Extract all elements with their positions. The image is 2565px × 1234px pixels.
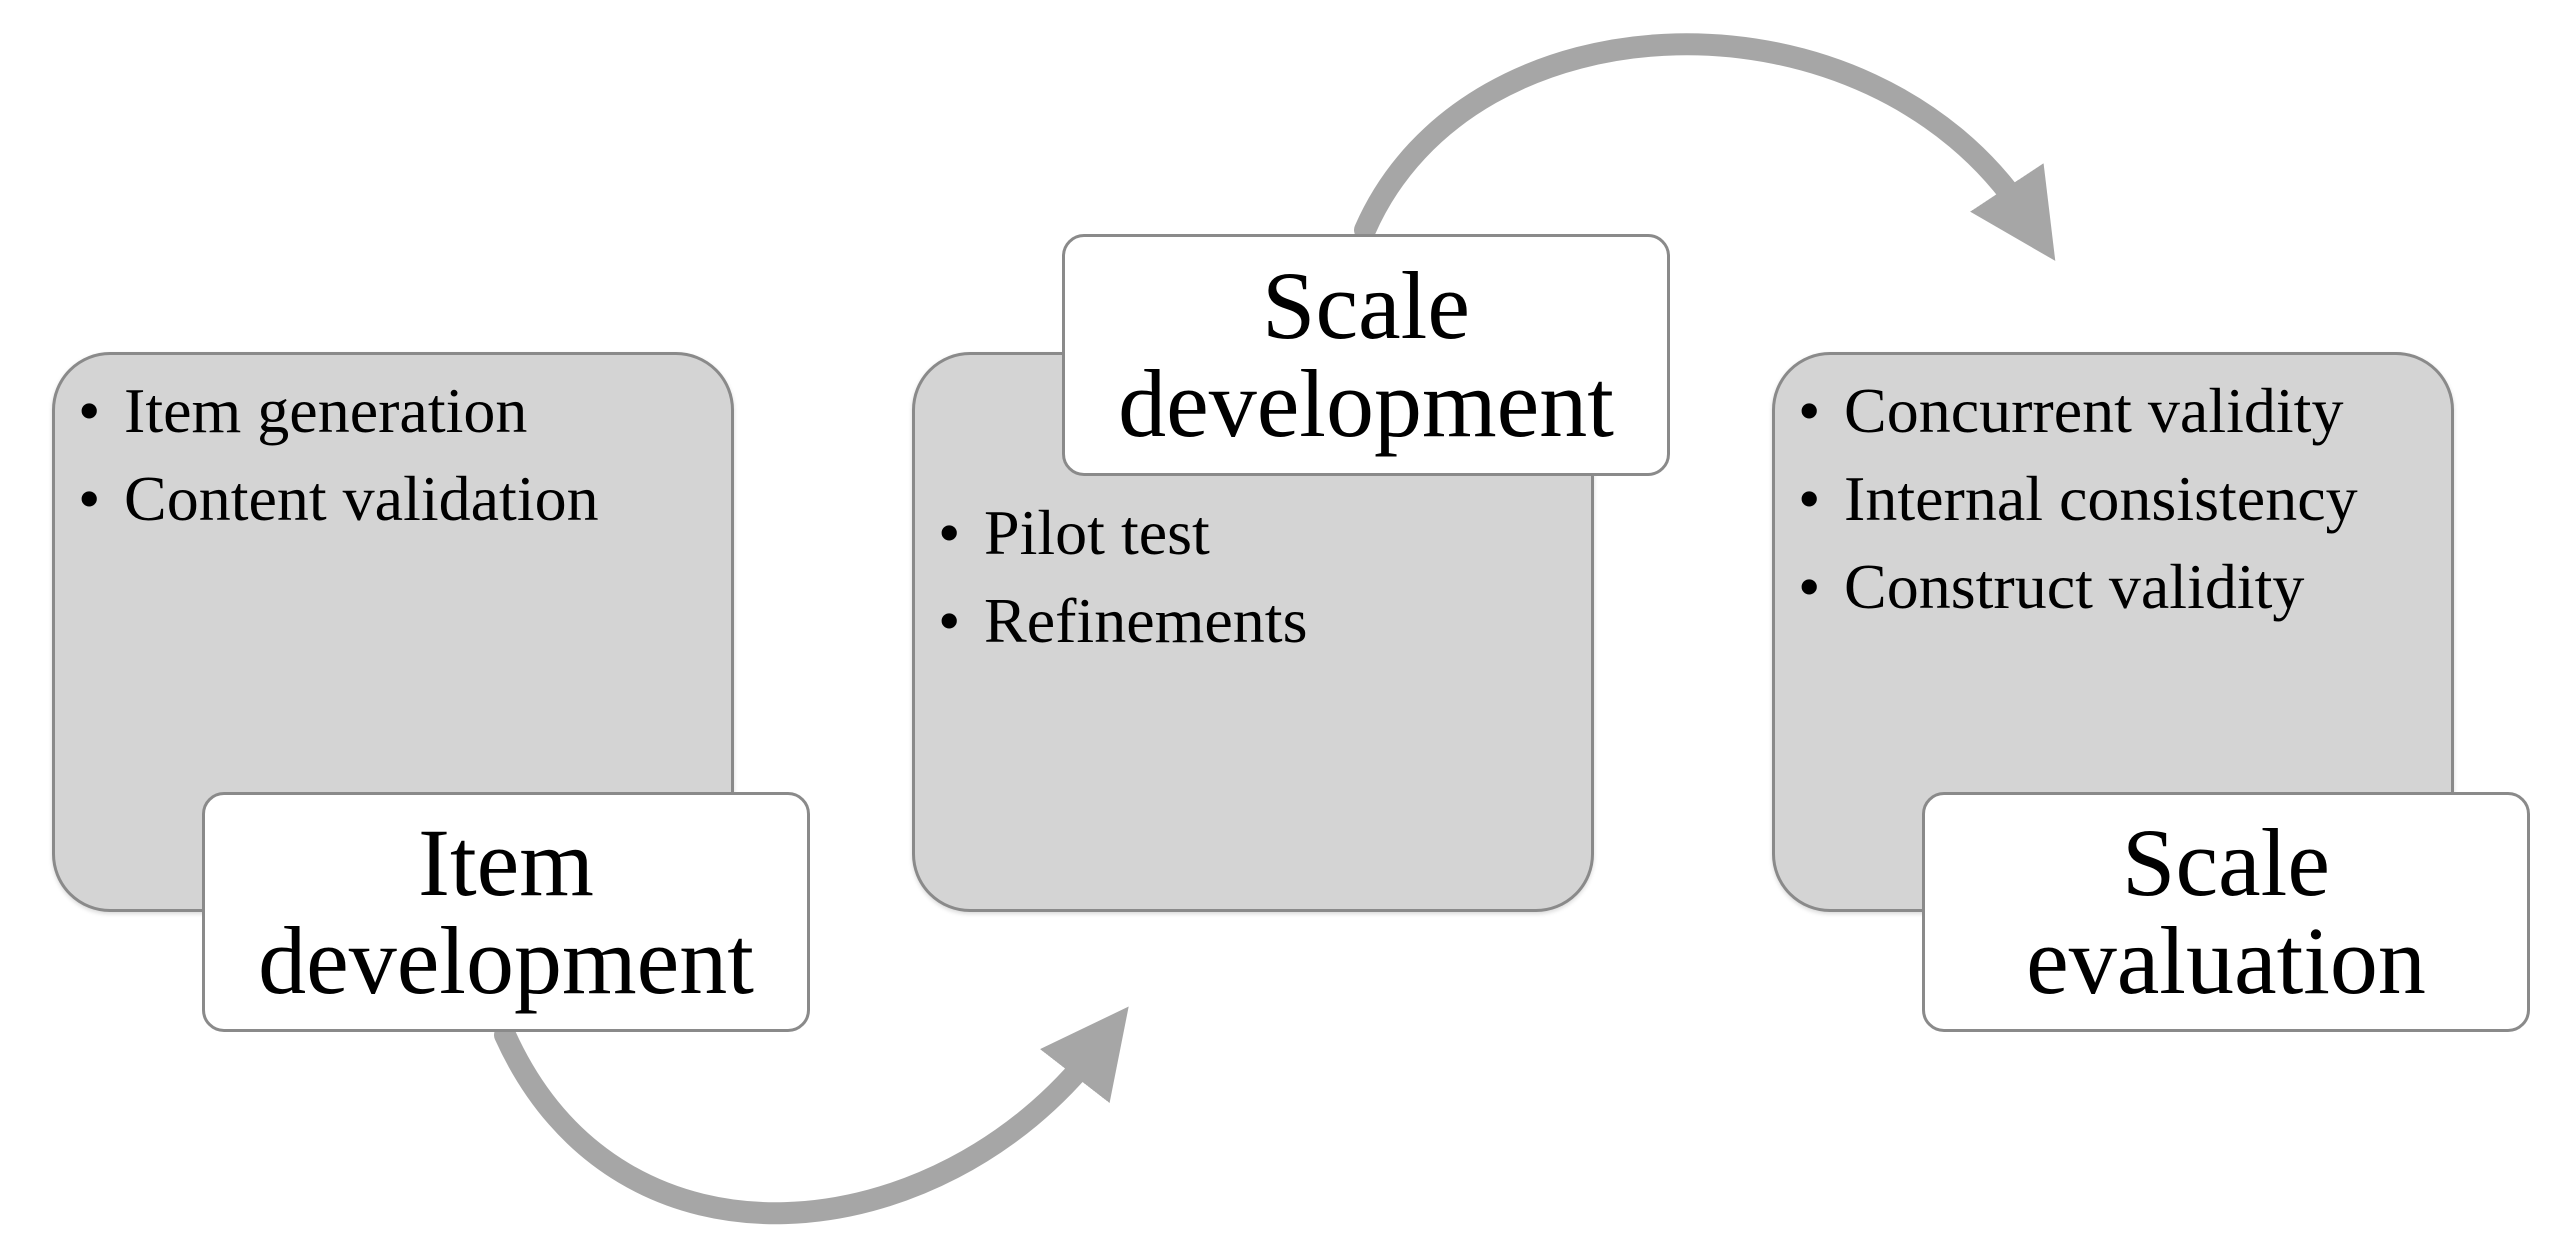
title-line: Item (418, 809, 594, 916)
item-development-bullets: Item generation Content validation (72, 372, 712, 548)
scale-development-title: Scale development (1062, 234, 1670, 476)
scale-evaluation-bullets: Concurrent validity Internal consistency… (1792, 372, 2452, 636)
bullet-item: Item generation (72, 372, 712, 450)
title-line: Scale (2122, 809, 2330, 916)
scale-development-bullets: Pilot test Refinements (932, 494, 1572, 670)
title-line: evaluation (2026, 907, 2426, 1014)
bullet-item: Pilot test (932, 494, 1572, 572)
arrow-scale-development-to-evaluation (1354, 33, 2056, 261)
bullet-item: Concurrent validity (1792, 372, 2452, 450)
title-line: Scale (1262, 252, 1470, 359)
item-development-title: Item development (202, 792, 810, 1032)
bullet-item: Construct validity (1792, 548, 2452, 626)
bullet-item: Content validation (72, 460, 712, 538)
title-line: development (258, 907, 754, 1014)
bullet-item: Refinements (932, 582, 1572, 660)
title-line: development (1118, 350, 1614, 457)
scale-evaluation-title: Scale evaluation (1922, 792, 2530, 1032)
bullet-item: Internal consistency (1792, 460, 2452, 538)
arrow-item-to-scale-development (494, 1006, 1129, 1225)
